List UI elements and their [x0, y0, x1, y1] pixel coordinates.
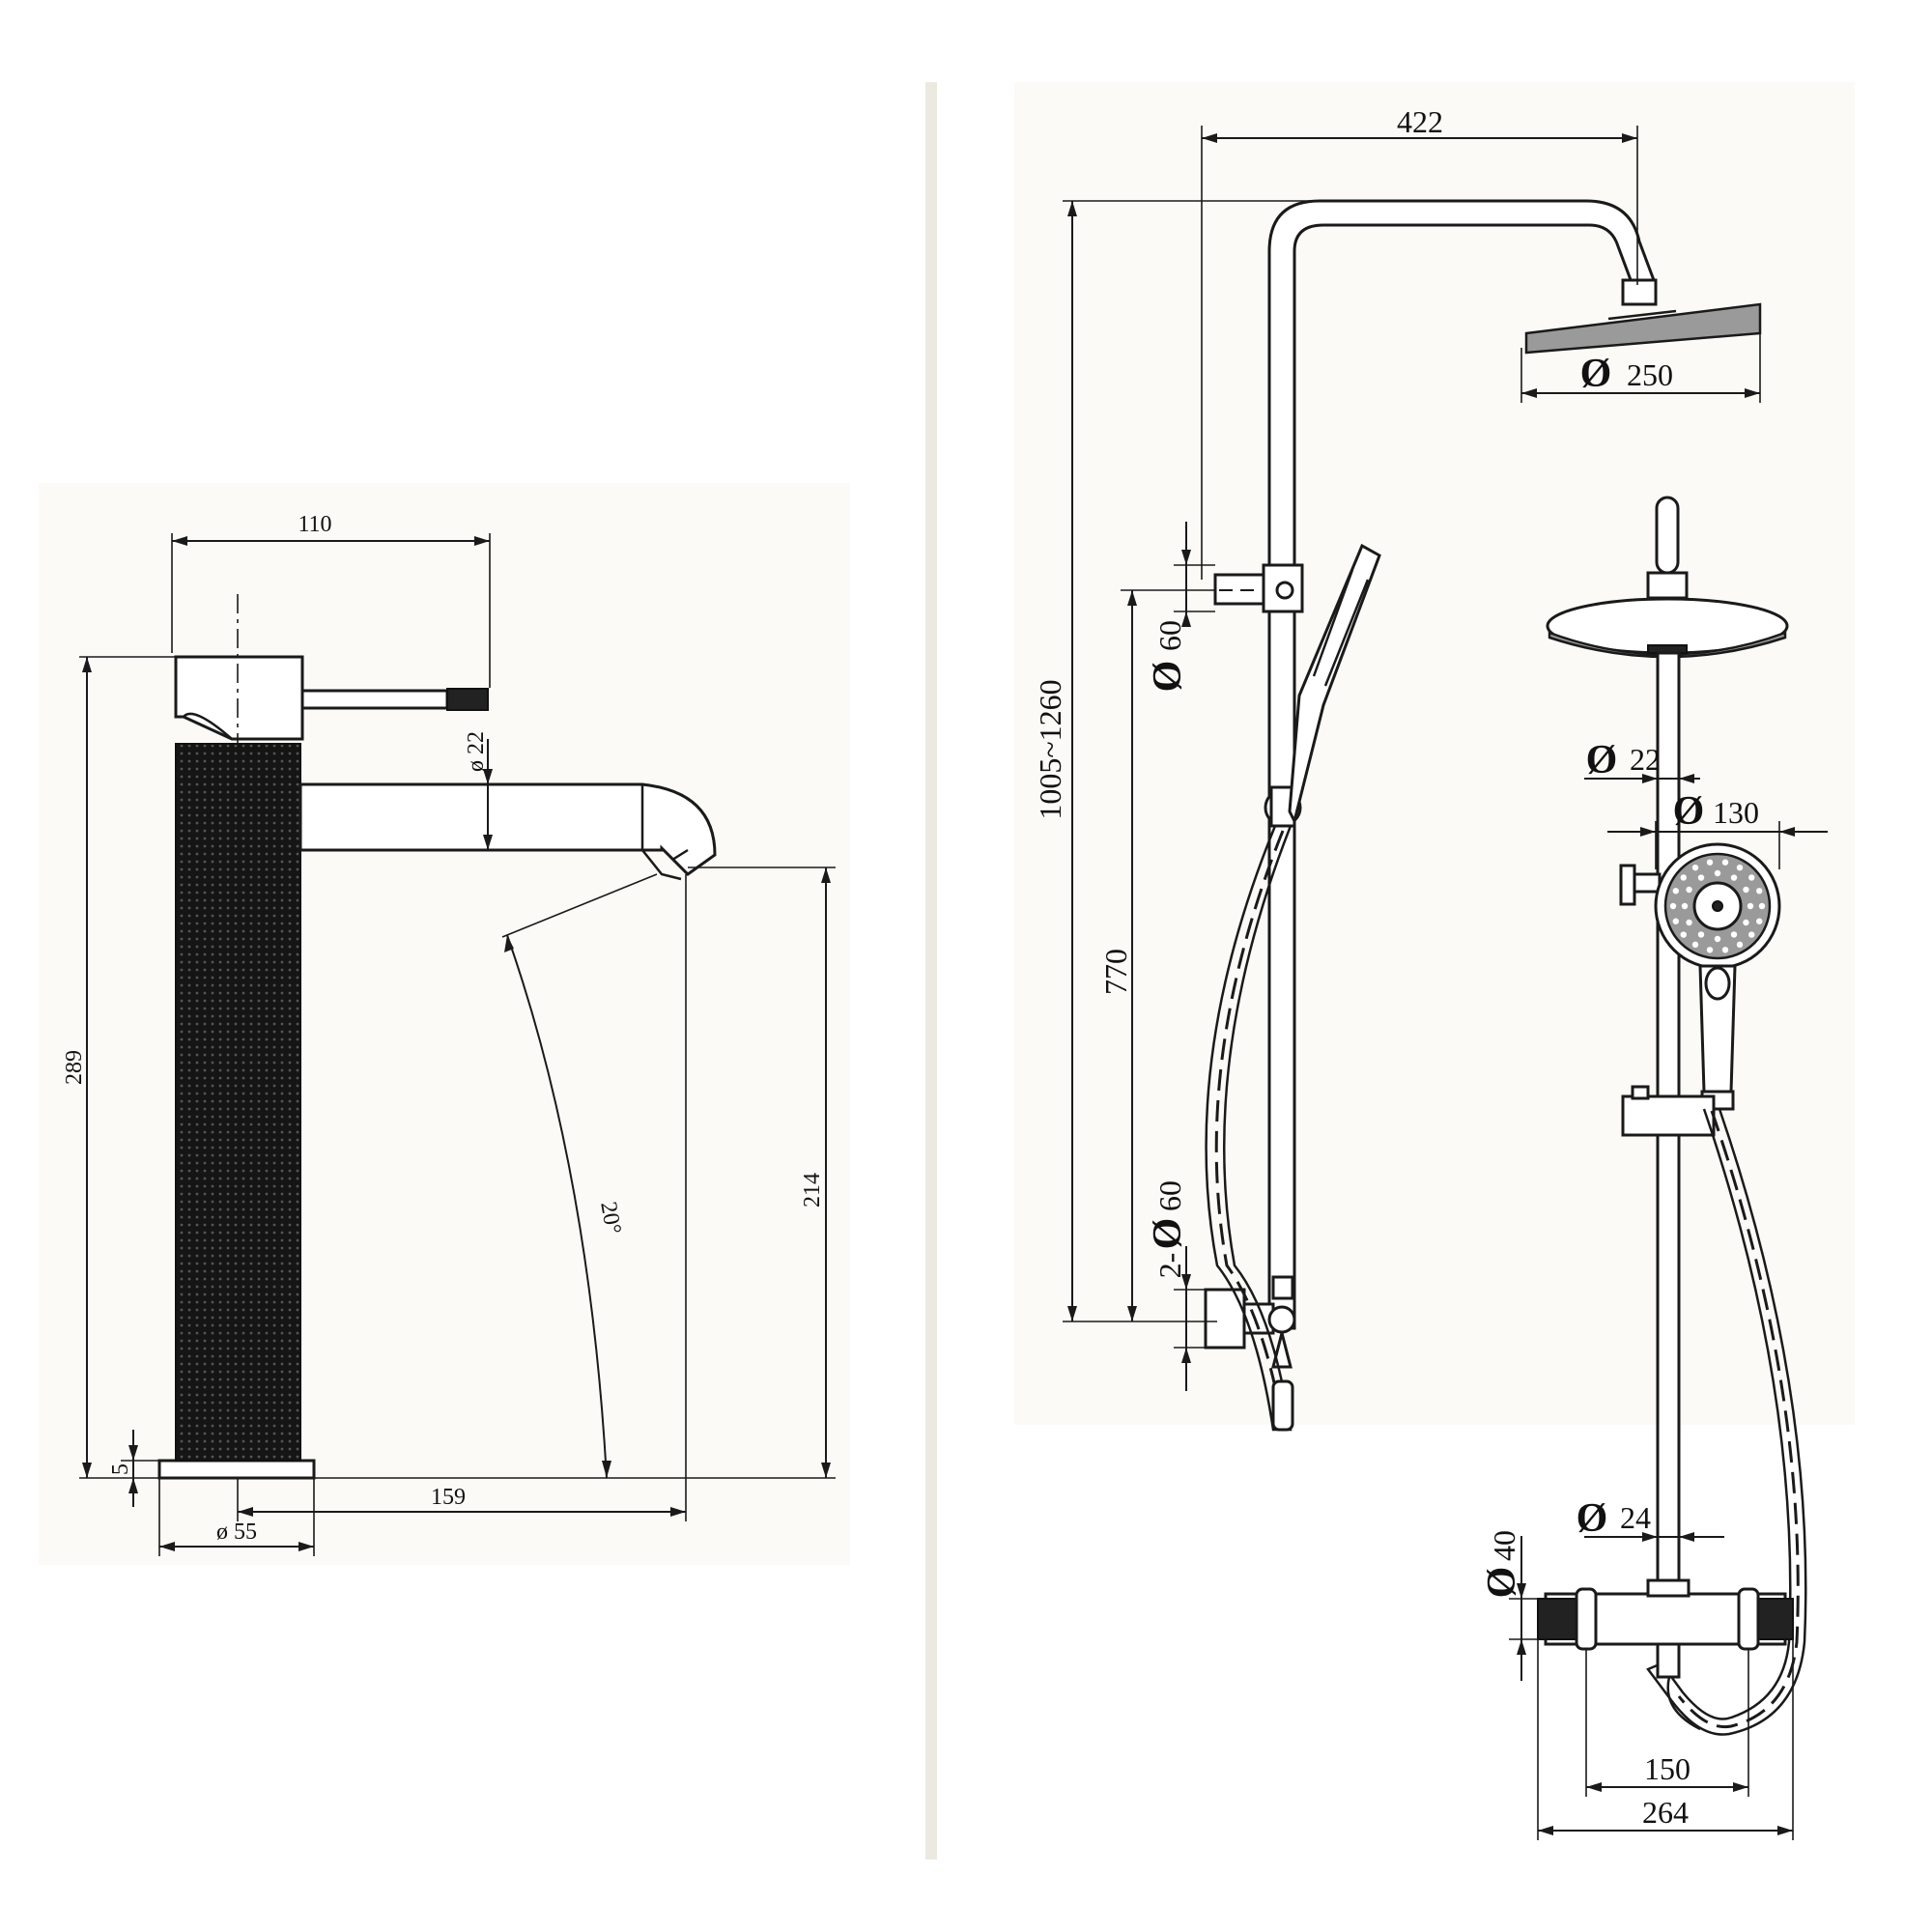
- dim-upper-pipe: 22: [1630, 742, 1661, 777]
- dim-spout-diameter: ø 22: [464, 731, 489, 772]
- nozzle-dot: [1743, 886, 1749, 894]
- shower-front-view: Ø 22 Ø 130 Ø 24 Ø 40 150: [1480, 496, 1828, 1840]
- nozzle-dot: [1747, 902, 1754, 910]
- dim-upper-pipe-symbol: Ø: [1586, 738, 1618, 782]
- nozzle-dot: [1730, 931, 1738, 938]
- shower-side-view: 422 Ø 250 1005~1260 770 Ø 60: [1033, 104, 1762, 1432]
- dim-bracket-top: 60: [1152, 620, 1187, 651]
- nozzle-dot: [1680, 874, 1687, 881]
- nozzle-dot: [1706, 947, 1714, 953]
- nozzle-dot: [1721, 859, 1729, 866]
- dim-base-thickness: 5: [108, 1463, 133, 1475]
- dim-bracket-top-symbol: Ø: [1146, 661, 1190, 693]
- nozzle-dot: [1714, 935, 1721, 943]
- nozzle-dot: [1672, 918, 1679, 924]
- nozzle-dot: [1686, 886, 1692, 894]
- nozzle-dot: [1730, 874, 1738, 881]
- nozzle-ring: [1669, 859, 1766, 953]
- dim-mixer-body-symbol: Ø: [1480, 1567, 1524, 1599]
- nozzle-dot: [1756, 918, 1763, 924]
- dim-hand-shower-symbol: Ø: [1673, 789, 1705, 834]
- nozzle-dot: [1743, 919, 1749, 926]
- faucet-drawing: 110 289 ø 22 214 20° 159: [62, 512, 836, 1556]
- dim-mixer-width: 264: [1642, 1795, 1689, 1830]
- dim-height-range: 1005~1260: [1033, 679, 1067, 819]
- nozzle-dot: [1669, 902, 1677, 910]
- dim-lower-pipe: 24: [1620, 1500, 1651, 1535]
- dim-bracket-bottom: 60: [1152, 1180, 1187, 1211]
- nozzle-dot: [1686, 919, 1692, 926]
- nozzle-dot: [1748, 874, 1755, 881]
- dim-lower-pipe-symbol: Ø: [1577, 1496, 1608, 1541]
- nozzle-dot: [1697, 874, 1705, 881]
- nozzle-dot: [1736, 941, 1744, 949]
- dim-spout-reach: 159: [431, 1485, 466, 1510]
- slider-front: [1621, 1094, 1716, 1137]
- hand-shower-side: [1288, 543, 1381, 826]
- nozzle-dot: [1697, 931, 1705, 938]
- lever-arm: [300, 689, 449, 710]
- dim-angle: 20°: [595, 1200, 625, 1236]
- shower-panel: [1014, 82, 1855, 1425]
- nozzle-dot: [1714, 869, 1721, 877]
- dim-arm-width: 422: [1397, 104, 1443, 139]
- dim-bracket-bottom-symbol: Ø: [1146, 1218, 1190, 1250]
- faucet-body: [175, 743, 301, 1462]
- faucet-panel: [39, 483, 850, 1565]
- nozzle-dot: [1691, 864, 1699, 871]
- dim-outlet-height: 214: [800, 1173, 825, 1208]
- dim-height-total: 289: [62, 1050, 87, 1085]
- nozzle-dot: [1691, 941, 1699, 949]
- dim-center-distance: 770: [1098, 949, 1133, 995]
- nozzle-dot: [1672, 888, 1679, 895]
- dim-head-diameter: 250: [1627, 357, 1673, 392]
- nozzle-dot: [1706, 859, 1714, 866]
- nozzle-dot: [1681, 902, 1689, 910]
- dim-base-diameter: ø 55: [216, 1520, 257, 1545]
- dim-bracket-bottom-prefix: 2-: [1152, 1253, 1187, 1279]
- hose-front: [1646, 1108, 1807, 1736]
- nozzle-dot: [1680, 931, 1687, 938]
- divider-line: [925, 82, 937, 1860]
- nozzle-dot: [1756, 888, 1763, 895]
- nozzle-dot: [1758, 902, 1766, 910]
- faucet-spout: [298, 782, 717, 876]
- dim-width-top: 110: [298, 512, 331, 537]
- shower-riser-arm: [1267, 199, 1657, 1330]
- dim-inlet-centers: 150: [1644, 1751, 1690, 1786]
- nozzle-dot: [1748, 931, 1755, 938]
- nozzle-dot: [1721, 947, 1729, 953]
- dim-head-diameter-symbol: Ø: [1580, 352, 1612, 396]
- nozzle-dot: [1736, 864, 1744, 871]
- dim-hand-shower: 130: [1713, 795, 1759, 830]
- faucet-base: [157, 1459, 316, 1480]
- dim-mixer-body: 40: [1487, 1530, 1521, 1561]
